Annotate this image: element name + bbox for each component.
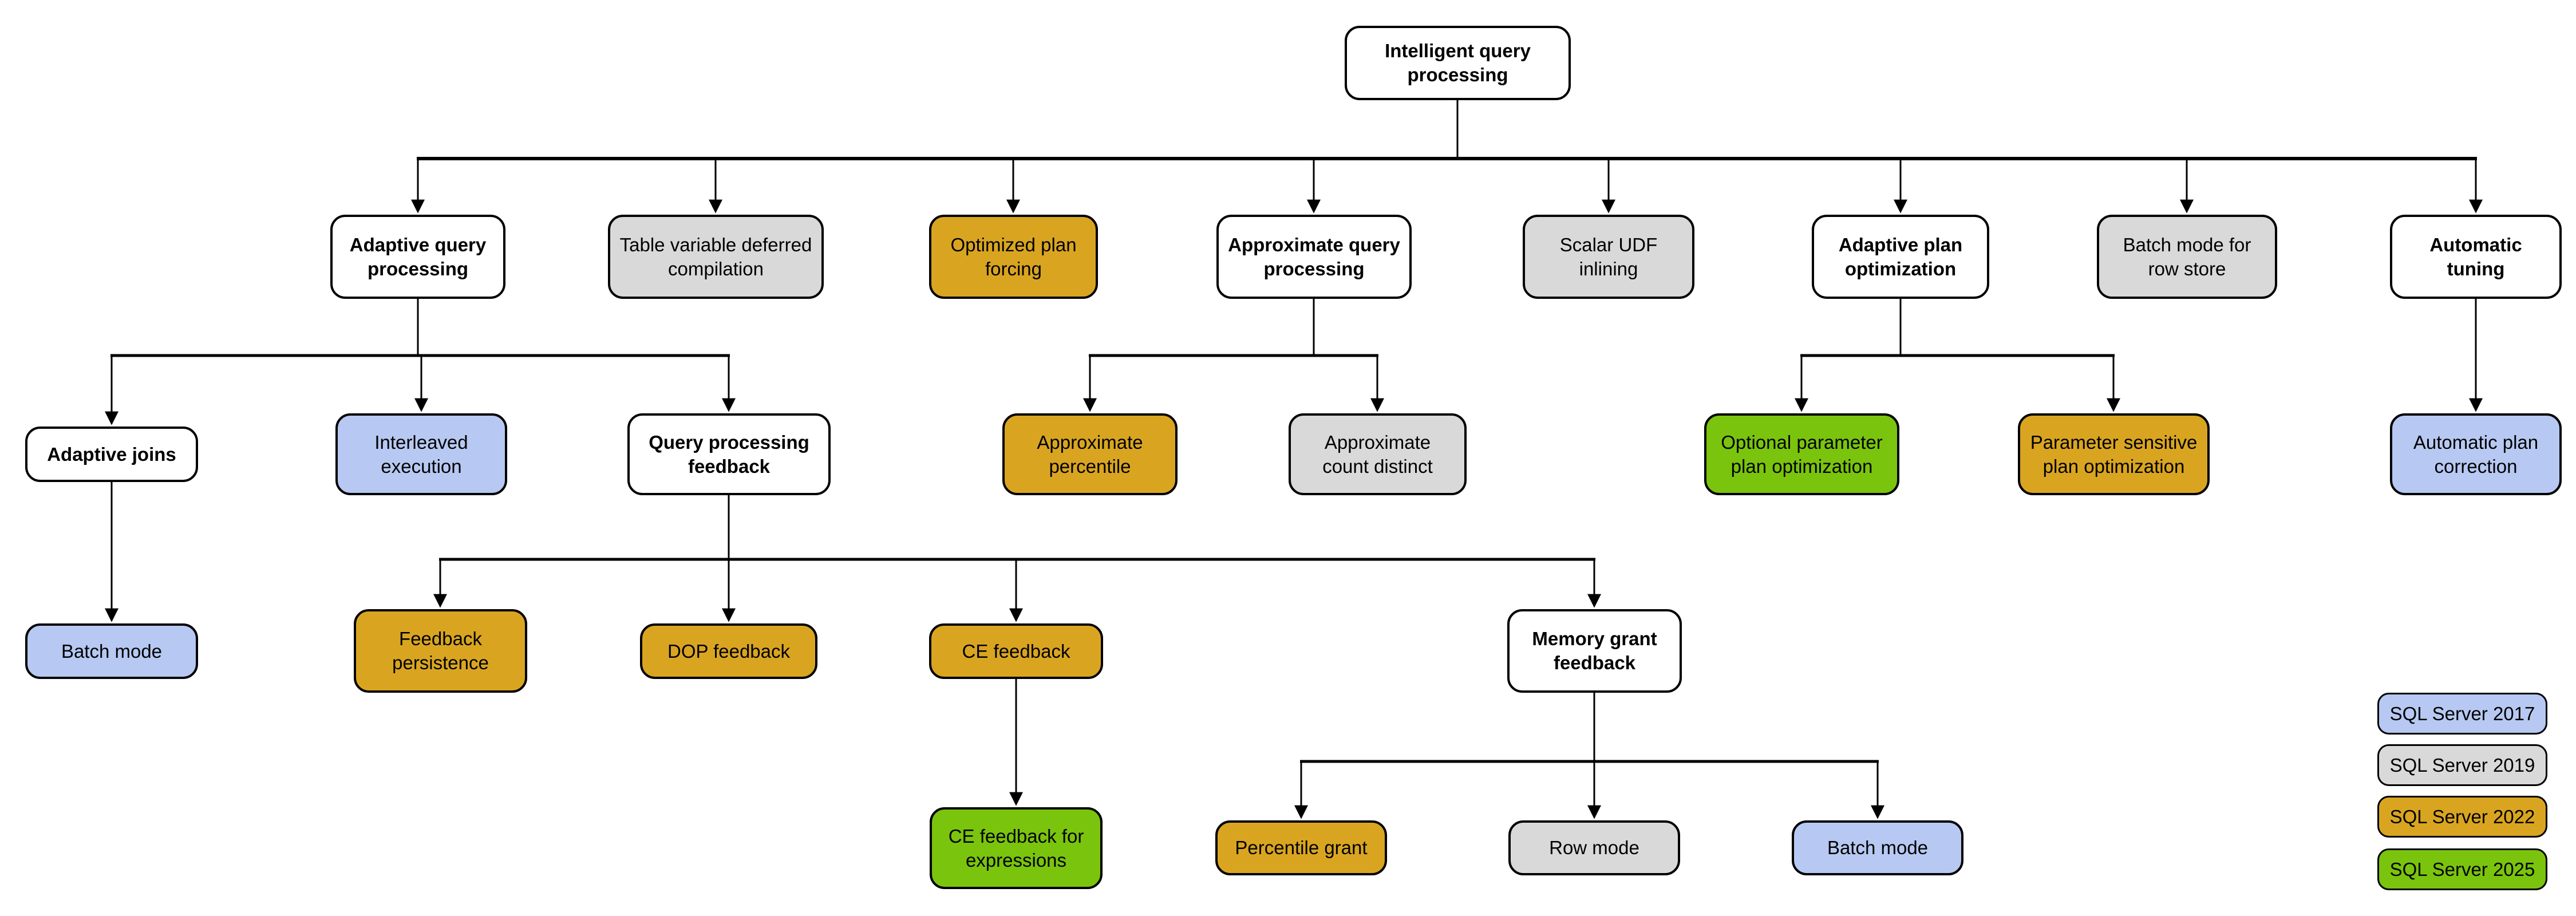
node-approximate-query-processing: Approximate query processing bbox=[1216, 215, 1412, 299]
node-adaptive-joins: Adaptive joins bbox=[25, 427, 198, 482]
node-table-variable-deferred-compilation: Table variable deferred compilation bbox=[608, 215, 824, 299]
node-dop-feedback: DOP feedback bbox=[640, 623, 817, 679]
node-approximate-count-distinct: Approximate count distinct bbox=[1289, 413, 1467, 495]
node-scalar-udf-inlining: Scalar UDF inlining bbox=[1523, 215, 1694, 299]
node-batch-mode-memory-grant: Batch mode bbox=[1792, 820, 1963, 875]
node-percentile-grant: Percentile grant bbox=[1215, 820, 1387, 875]
node-row-mode: Row mode bbox=[1508, 820, 1680, 875]
node-approximate-percentile: Approximate percentile bbox=[1002, 413, 1178, 495]
node-adaptive-plan-optimization: Adaptive plan optimization bbox=[1812, 215, 1989, 299]
legend-item-sql-server-2025: SQL Server 2025 bbox=[2377, 848, 2547, 890]
node-feedback-persistence: Feedback persistence bbox=[354, 609, 527, 693]
legend-item-sql-server-2022: SQL Server 2022 bbox=[2377, 796, 2547, 838]
node-optional-parameter-plan-optimization: Optional parameter plan optimization bbox=[1704, 413, 1899, 495]
node-parameter-sensitive-plan-optimization: Parameter sensitive plan optimization bbox=[2018, 413, 2210, 495]
node-optimized-plan-forcing: Optimized plan forcing bbox=[929, 215, 1098, 299]
node-batch-mode-for-row-store: Batch mode for row store bbox=[2097, 215, 2277, 299]
node-automatic-plan-correction: Automatic plan correction bbox=[2390, 413, 2562, 495]
node-intelligent-query-processing: Intelligent query processing bbox=[1345, 26, 1571, 100]
node-ce-feedback: CE feedback bbox=[929, 623, 1103, 679]
node-automatic-tuning: Automatic tuning bbox=[2390, 215, 2562, 299]
node-ce-feedback-for-expressions: CE feedback for expressions bbox=[930, 807, 1103, 889]
node-memory-grant-feedback: Memory grant feedback bbox=[1507, 609, 1682, 693]
node-interleaved-execution: Interleaved execution bbox=[335, 413, 507, 495]
legend-item-sql-server-2017: SQL Server 2017 bbox=[2377, 693, 2547, 735]
legend-item-sql-server-2019: SQL Server 2019 bbox=[2377, 744, 2547, 786]
node-adaptive-query-processing: Adaptive query processing bbox=[330, 215, 505, 299]
node-batch-mode-adaptive-joins: Batch mode bbox=[25, 623, 198, 679]
node-query-processing-feedback: Query processing feedback bbox=[627, 413, 831, 495]
